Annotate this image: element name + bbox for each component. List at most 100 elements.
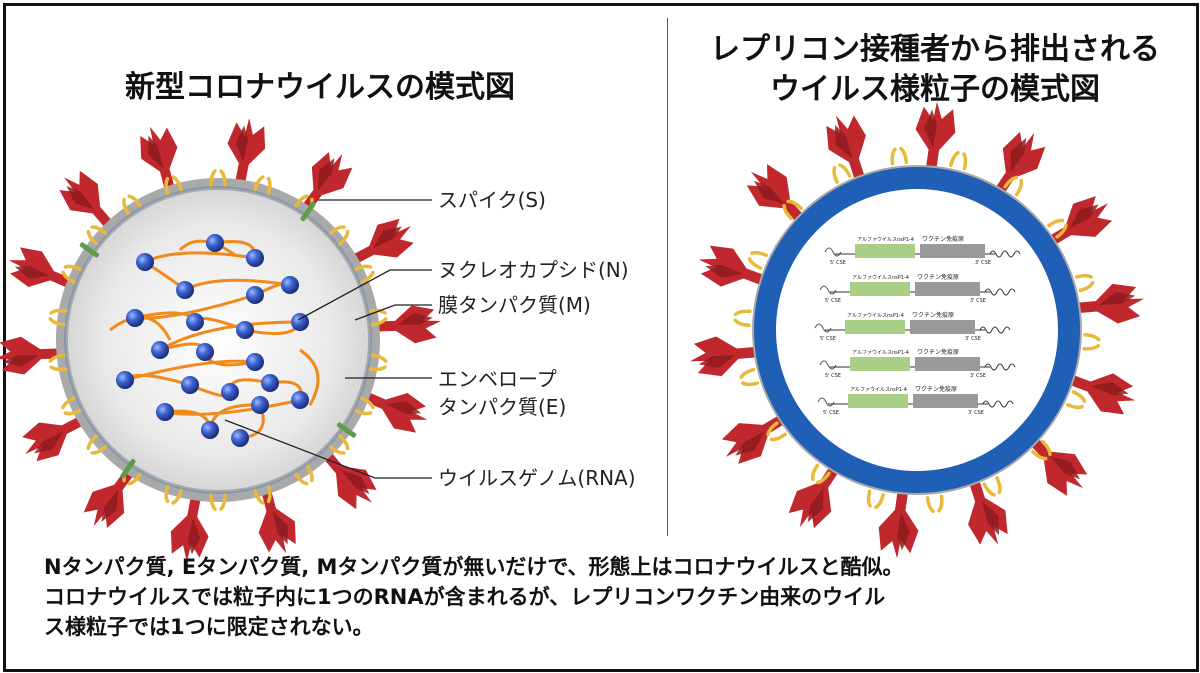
nucleocapsid	[251, 396, 269, 414]
membrane-protein	[733, 308, 752, 328]
membrane-protein	[1065, 390, 1088, 413]
nsp-label: アルファウイルスnsP1-4	[852, 274, 909, 281]
membrane-protein	[1074, 271, 1096, 293]
right-title-line1: レプリコン接種者から排出される	[710, 32, 1160, 67]
nucleocapsid	[291, 313, 309, 331]
coronavirus-diagram	[0, 115, 443, 565]
spike	[686, 331, 762, 381]
cse5-label: 5' CSE	[825, 298, 841, 304]
cap-symbol	[819, 285, 837, 295]
spike	[1072, 279, 1148, 329]
nucleocapsid	[196, 343, 214, 361]
membrane-protein	[949, 149, 970, 171]
label-envelope-line2: タンパク質(E)	[438, 395, 567, 419]
nucleocapsid	[261, 374, 279, 392]
poly-a-tail	[989, 250, 1021, 258]
poly-a-tail	[984, 363, 1016, 371]
membrane-protein	[889, 146, 909, 166]
nucleocapsid	[136, 253, 154, 271]
label-genome: ウイルスゲノム(RNA)	[438, 466, 636, 490]
immunogen-segment	[920, 244, 985, 258]
caption-line1: Nタンパク質, Eタンパク質, Mタンパク質が無いだけで、形態上はコロナウイルス…	[44, 555, 904, 579]
spike	[0, 333, 63, 377]
cse3-label: 3' CSE	[970, 298, 986, 304]
cse3-label: 3' CSE	[965, 336, 981, 342]
immunogen-label: ワクチン免疫原	[917, 348, 959, 356]
cse5-label: 5' CSE	[830, 260, 846, 266]
nsp-segment	[850, 357, 910, 371]
nucleocapsid-proteins	[116, 234, 309, 447]
nsp-label: アルファウイルスnsP1-4	[857, 236, 914, 243]
cap-symbol	[819, 360, 837, 370]
nucleocapsid	[176, 281, 194, 299]
nsp-segment	[850, 282, 910, 296]
panel-divider	[667, 18, 668, 536]
right-title-line2: ウイルス様粒子の模式図	[770, 72, 1100, 107]
nsp-label: アルファウイルスnsP1-4	[850, 386, 907, 393]
cap-symbol	[824, 247, 842, 257]
nucleocapsid	[246, 286, 264, 304]
cse5-label: 5' CSE	[823, 410, 839, 416]
left-panel-title: 新型コロナウイルスの模式図	[125, 70, 515, 105]
nsp-segment	[848, 394, 908, 408]
immunogen-label: ワクチン免疫原	[922, 235, 964, 243]
nsp-label: アルファウイルスnsP1-4	[847, 312, 904, 319]
label-spike: スパイク(S)	[438, 188, 546, 212]
caption-line3: ス様粒子では1つに限定されない。	[44, 615, 374, 639]
poly-a-tail	[984, 288, 1016, 296]
nucleocapsid	[236, 321, 254, 339]
immunogen-segment	[910, 320, 975, 334]
immunogen-segment	[915, 282, 980, 296]
nsp-segment	[855, 244, 915, 258]
nucleocapsid	[291, 391, 309, 409]
immunogen-label: ワクチン免疫原	[912, 311, 954, 319]
membrane-protein	[829, 161, 852, 184]
immunogen-segment	[913, 394, 978, 408]
nsp-segment	[845, 320, 905, 334]
cse3-label: 3' CSE	[970, 373, 986, 379]
label-envelope-line1: エンベロープ	[438, 367, 557, 391]
nucleocapsid	[156, 403, 174, 421]
nucleocapsid	[231, 429, 249, 447]
membrane-protein	[746, 247, 769, 270]
membrane-protein	[982, 476, 1005, 499]
nucleocapsid	[116, 371, 134, 389]
caption-line2: コロナウイルスでは粒子内に1つのRNAが含まれるが、レプリコンワクチン由来のウイ…	[44, 585, 886, 609]
membrane-protein	[738, 367, 760, 389]
right-panel-title: レプリコン接種者から排出される ウイルス様粒子の模式図	[680, 30, 1190, 110]
label-nucleocapsid: ヌクレオカプシド(N)	[438, 258, 629, 282]
cse3-label: 3' CSE	[975, 260, 991, 266]
poly-a-tail	[982, 400, 1014, 408]
caption: Nタンパク質, Eタンパク質, Mタンパク質が無いだけで、形態上はコロナウイルス…	[44, 552, 1184, 642]
label-membrane-protein: 膜タンパク質(M)	[438, 293, 591, 317]
rna-construct: アルファウイルスnsP1-4 ワクチン免疫原 5' CSE 3' CSE	[819, 273, 1016, 304]
rna-construct: アルファウイルスnsP1-4 ワクチン免疫原 5' CSE 3' CSE	[824, 235, 1021, 266]
nucleocapsid	[246, 353, 264, 371]
nucleocapsid	[246, 249, 264, 267]
nucleocapsid	[186, 313, 204, 331]
rna-construct: アルファウイルスnsP1-4 ワクチン免疫原 5' CSE 3' CSE	[814, 311, 1011, 342]
rna-construct: アルファウイルスnsP1-4 ワクチン免疫原 5' CSE 3' CSE	[817, 385, 1014, 416]
nucleocapsid	[181, 376, 199, 394]
nucleocapsid	[201, 421, 219, 439]
nsp-label: アルファウイルスnsP1-4	[852, 349, 909, 356]
cap-symbol	[817, 397, 835, 407]
immunogen-label: ワクチン免疫原	[917, 273, 959, 281]
rna-path-extra	[109, 239, 320, 406]
immunogen-label: ワクチン免疫原	[915, 385, 957, 393]
membrane-protein	[864, 489, 885, 511]
cse5-label: 5' CSE	[820, 336, 836, 342]
nucleocapsid	[221, 383, 239, 401]
immunogen-segment	[915, 357, 980, 371]
membrane-protein	[925, 494, 945, 514]
cse3-label: 3' CSE	[968, 410, 984, 416]
membrane-protein	[1082, 332, 1101, 352]
nucleocapsid	[151, 341, 169, 359]
nucleocapsid	[281, 276, 299, 294]
leader-lines	[224, 199, 432, 479]
cap-symbol	[814, 323, 832, 333]
